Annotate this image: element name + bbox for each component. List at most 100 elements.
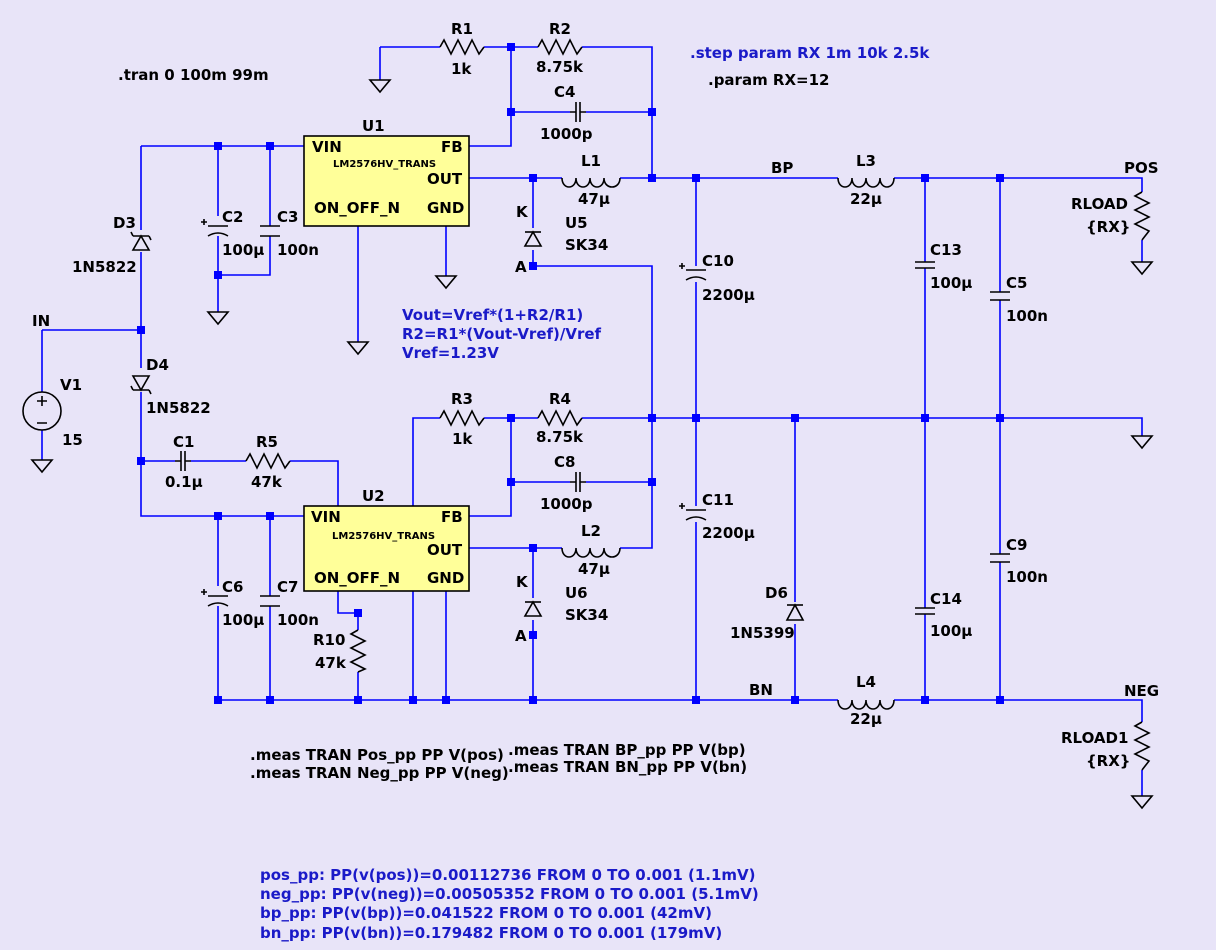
meas-directive[interactable]: .meas TRAN Pos_pp PP V(pos) <box>250 746 504 764</box>
capacitor-c11[interactable]: C11 2200µ <box>679 491 755 542</box>
svg-text:1k: 1k <box>452 430 473 448</box>
svg-text:1k: 1k <box>451 60 472 78</box>
ic-u1-pin-gnd: GND <box>427 199 464 217</box>
svg-text:1N5399: 1N5399 <box>730 624 795 642</box>
resistor-r10[interactable]: R10 47k <box>313 629 367 673</box>
svg-text:C8: C8 <box>554 453 575 471</box>
ic-u1-part: LM2576HV_TRANS <box>333 159 436 170</box>
capacitor-c14[interactable]: C14 100µ <box>915 590 972 640</box>
svg-text:8.75k: 8.75k <box>536 58 584 76</box>
svg-text:C5: C5 <box>1006 274 1027 292</box>
ic-u1-pin-fb: FB <box>441 138 463 156</box>
svg-text:1000p: 1000p <box>540 125 593 143</box>
meas-directive[interactable]: .meas TRAN Neg_pp PP V(neg) <box>250 764 509 782</box>
svg-text:1N5822: 1N5822 <box>146 399 211 417</box>
note-line: Vref=1.23V <box>402 344 499 362</box>
svg-text:R3: R3 <box>451 390 473 408</box>
svg-text:R5: R5 <box>256 433 278 451</box>
voltage-source-v1[interactable]: V1 15 <box>22 376 83 449</box>
ground-symbols <box>30 79 1154 810</box>
svg-text:2200µ: 2200µ <box>702 524 755 542</box>
capacitor-c6[interactable]: C6 100µ <box>201 578 264 629</box>
diode-u6[interactable]: K A U6 SK34 <box>515 573 608 645</box>
svg-text:22µ: 22µ <box>850 710 882 728</box>
meas-result: bn_pp: PP(v(bn))=0.179482 FROM 0 TO 0.00… <box>260 924 722 942</box>
note-line: R2=R1*(Vout-Vref)/Vref <box>402 325 602 343</box>
svg-text:47k: 47k <box>315 654 347 672</box>
svg-text:15: 15 <box>62 431 83 449</box>
ic-u2-pin-out: OUT <box>427 541 463 559</box>
svg-text:100µ: 100µ <box>930 622 972 640</box>
svg-text:100µ: 100µ <box>930 274 972 292</box>
ground-icon <box>368 79 392 94</box>
inductor-l3[interactable]: L3 22µ <box>837 152 895 208</box>
ground-icon <box>1130 261 1154 276</box>
inductor-l4[interactable]: L4 22µ <box>837 673 895 728</box>
resistor-r5[interactable]: R5 47k <box>245 433 291 491</box>
svg-text:U6: U6 <box>565 584 588 602</box>
svg-text:C11: C11 <box>702 491 734 509</box>
diode-u5[interactable]: K A U5 SK34 <box>515 203 608 276</box>
meas-directive[interactable]: .meas TRAN BN_pp PP V(bn) <box>508 758 747 776</box>
ic-u1-pin-out: OUT <box>427 170 463 188</box>
svg-text:100n: 100n <box>1006 568 1048 586</box>
capacitor-c1[interactable]: C1 0.1µ <box>165 433 203 491</box>
resistor-r4[interactable]: R4 8.75k <box>536 390 584 446</box>
step-directive[interactable]: .step param RX 1m 10k 2.5k <box>690 44 930 62</box>
ic-u2-part: LM2576HV_TRANS <box>332 531 435 542</box>
ic-u1[interactable]: U1 VIN FB LM2576HV_TRANS OUT ON_OFF_N GN… <box>303 117 470 227</box>
inductor-l2[interactable]: L2 47µ <box>561 522 621 578</box>
svg-text:22µ: 22µ <box>850 190 882 208</box>
resistor-rload[interactable]: RLOAD {RX} <box>1071 191 1151 241</box>
resistor-rload1[interactable]: RLOAD1 {RX} <box>1061 721 1151 771</box>
svg-text:U5: U5 <box>565 214 588 232</box>
resistor-r3[interactable]: R3 1k <box>439 390 485 448</box>
svg-text:100n: 100n <box>277 241 319 259</box>
meas-result: neg_pp: PP(v(neg))=0.00505352 FROM 0 TO … <box>260 885 759 903</box>
svg-text:V1: V1 <box>60 376 82 394</box>
svg-text:L3: L3 <box>856 152 876 170</box>
svg-text:L2: L2 <box>581 522 601 540</box>
svg-text:2200µ: 2200µ <box>702 286 755 304</box>
tran-directive[interactable]: .tran 0 100m 99m <box>118 66 269 84</box>
ground-icon <box>1130 435 1154 450</box>
capacitor-c13[interactable]: C13 100µ <box>915 241 972 292</box>
svg-text:1N5822: 1N5822 <box>72 258 137 276</box>
ic-u2-pin-fb: FB <box>441 508 463 526</box>
capacitor-c7[interactable]: C7 100n <box>260 578 319 629</box>
svg-text:A: A <box>515 627 527 645</box>
capacitor-c10[interactable]: C10 2200µ <box>679 252 755 304</box>
capacitor-c3[interactable]: C3 100n <box>260 208 319 259</box>
capacitor-c2[interactable]: C2 100µ <box>201 208 264 259</box>
svg-text:8.75k: 8.75k <box>536 428 584 446</box>
capacitor-c5[interactable]: C5 100n <box>990 274 1048 325</box>
diode-d4[interactable]: D4 1N5822 <box>130 356 211 417</box>
capacitor-c9[interactable]: C9 100n <box>990 536 1048 586</box>
svg-text:100n: 100n <box>1006 307 1048 325</box>
svg-text:R2: R2 <box>549 20 571 38</box>
net-label-bn: BN <box>749 681 773 699</box>
svg-text:D3: D3 <box>113 214 136 232</box>
svg-text:RLOAD: RLOAD <box>1071 195 1128 213</box>
capacitor-c4[interactable]: C4 1000p <box>540 83 593 143</box>
svg-text:R4: R4 <box>549 390 571 408</box>
svg-text:C7: C7 <box>277 578 298 596</box>
svg-text:100n: 100n <box>277 611 319 629</box>
param-directive[interactable]: .param RX=12 <box>708 71 830 89</box>
ic-u2[interactable]: U2 VIN FB LM2576HV_TRANS OUT ON_OFF_N GN… <box>303 487 470 592</box>
capacitor-c8[interactable]: C8 1000p <box>540 453 593 513</box>
inductor-l1[interactable]: L1 47µ <box>561 152 621 208</box>
diode-d6[interactable]: D6 1N5399 <box>730 584 805 642</box>
resistor-r1[interactable]: R1 1k <box>439 20 485 78</box>
note-line: Vout=Vref*(1+R2/R1) <box>402 306 583 324</box>
svg-text:C6: C6 <box>222 578 243 596</box>
ic-u1-pin-on: ON_OFF_N <box>314 199 400 217</box>
svg-text:L1: L1 <box>581 152 601 170</box>
resistor-r2[interactable]: R2 8.75k <box>536 20 584 76</box>
svg-text:C2: C2 <box>222 208 243 226</box>
diode-d3[interactable]: D3 1N5822 <box>72 214 152 276</box>
ground-icon <box>346 341 370 356</box>
meas-directive[interactable]: .meas TRAN BP_pp PP V(bp) <box>508 741 746 759</box>
ic-u2-name: U2 <box>362 487 385 505</box>
